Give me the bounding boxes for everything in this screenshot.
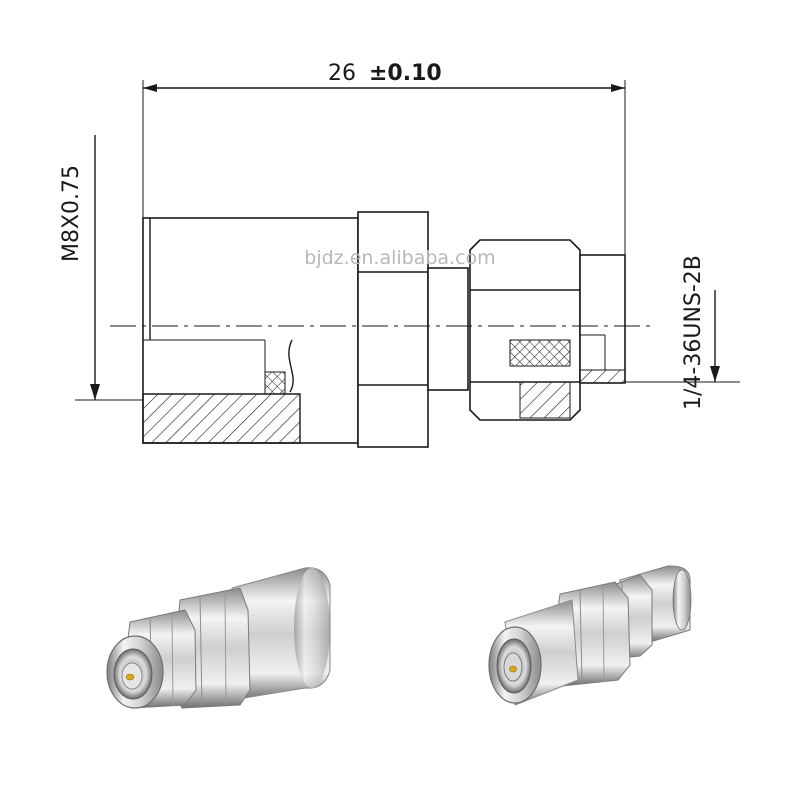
left-thread-label: M8X0.75 <box>59 165 84 262</box>
tolerance-value: ±0.10 <box>369 61 442 86</box>
left-thread-dimension: M8X0.75 <box>59 135 150 401</box>
right-thread-label: 1/4-36UNS-2B <box>681 255 706 410</box>
right-thread-dimension: 1/4-36UNS-2B <box>610 255 740 410</box>
watermark: bjdz.en.alibaba.com <box>304 247 495 269</box>
length-dimension: 26 ±0.10 <box>142 61 626 330</box>
hex-nut <box>357 211 429 448</box>
left-body <box>142 217 359 444</box>
product-photo-fme-front <box>488 565 692 706</box>
sma-hex <box>469 239 581 421</box>
sma-front <box>579 254 626 384</box>
center-pin-gold <box>509 665 517 673</box>
svg-text:26 ±0.10: 26 ±0.10 <box>328 61 442 86</box>
product-photo-sma-front <box>106 567 331 709</box>
length-value: 26 <box>328 61 356 86</box>
center-pin-gold <box>125 673 135 681</box>
neck <box>427 267 469 391</box>
technical-drawing: 26 ±0.10 M8X0.75 1/4-36UNS-2B <box>59 61 740 448</box>
